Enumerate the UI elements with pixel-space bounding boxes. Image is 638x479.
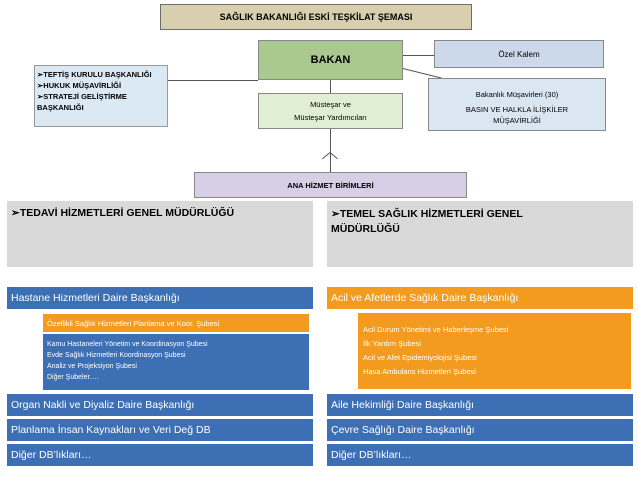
subeler-left-box: Kamu Hastaneleri Yönetim ve Koordinasyon… — [43, 334, 309, 390]
dept-hastane: Hastane Hizmetleri Daire Başkanlığı — [7, 287, 313, 309]
dept-aile: Aile Hekimliği Daire Başkanlığı — [327, 394, 633, 416]
left-unit-teftis: ➢TEFTİŞ KURULU BAŞKANLIĞI — [37, 69, 165, 80]
left-unit-label: HUKUK MÜŞAVİRLİĞİ — [43, 81, 122, 90]
left-unit-label: TEFTİŞ KURULU BAŞKANLIĞI — [43, 70, 152, 79]
sube-ozellikli: Özellikli Sağlık Hizmetleri Planlama ve … — [43, 314, 309, 332]
connector-mustesar-ana — [330, 129, 331, 172]
left-unit-label: BAŞKANLIĞI — [37, 103, 84, 112]
musavirler-line: Bakanlık Müşavirleri (30) — [475, 90, 559, 99]
arrow-bullet-icon: ➢ — [11, 207, 20, 219]
basin-line: BASIN VE HALKLA İLİŞKİLER — [465, 105, 569, 114]
dept-acil: Acil ve Afetlerde Sağlık Daire Başkanlığ… — [327, 287, 633, 309]
dept-cevre: Çevre Sağlığı Daire Başkanlığı — [327, 419, 633, 441]
subeler-right-box: Acil Durum Yönetimi ve Haberleşme Şubesi… — [358, 313, 631, 389]
left-unit-label: STRATEJİ GELİŞTİRME — [43, 92, 127, 101]
sube-item: Kamu Hastaneleri Yönetim ve Koordinasyon… — [47, 341, 208, 348]
ozel-kalem-box: Özel Kalem — [434, 40, 604, 68]
dept-diger-left: Diğer DB’lıkları… — [7, 444, 313, 466]
arrow-bullet-icon: ➢ — [37, 81, 44, 90]
gm-temel-box: ➢TEMEL SAĞLIK HİZMETLERİ GENEL MÜDÜRLÜĞÜ — [327, 201, 633, 267]
left-unit-hukuk: ➢HUKUK MÜŞAVİRLİĞİ — [37, 80, 165, 91]
arrow-bullet-icon: ➢ — [37, 92, 44, 101]
sube-item: Evde Sağlık Hizmetleri Koordinasyon Şube… — [47, 352, 186, 359]
connector-left-units — [168, 80, 258, 81]
chart-title: SAĞLIK BAKANLIĞI ESKİ TEŞKİLAT ŞEMASI — [160, 4, 472, 30]
sube-item: Analiz ve Projeksiyon Şubesi — [47, 363, 137, 370]
sube-item: Hava Ambulans Hizmetleri Şubesi — [363, 367, 476, 376]
basin-line-cont: MÜŞAVİRLİĞİ — [493, 116, 541, 125]
bakan-box: BAKAN — [258, 40, 403, 80]
gm-temel-label: TEMEL SAĞLIK HİZMETLERİ GENEL — [339, 208, 523, 220]
sube-item: Acil Durum Yönetimi ve Haberleşme Şubesi — [363, 325, 509, 334]
mustesar-box: Müsteşar ve Müsteşar Yardımcıları — [258, 93, 403, 129]
dept-diger-right: Diğer DB’lıkları… — [327, 444, 633, 466]
mustesar-yardimci-line: Müsteşar Yardımcıları — [294, 113, 367, 122]
left-unit-strateji: ➢STRATEJİ GELİŞTİRME — [37, 91, 165, 102]
gm-tedavi-box: ➢TEDAVİ HİZMETLERİ GENEL MÜDÜRLÜĞÜ — [7, 201, 313, 267]
connector-bakan-ozel — [403, 55, 434, 56]
mustesar-line: Müsteşar ve — [310, 100, 351, 109]
left-units-box: ➢TEFTİŞ KURULU BAŞKANLIĞI ➢HUKUK MÜŞAVİR… — [34, 65, 168, 127]
musavirler-box: Bakanlık Müşavirleri (30) BASIN VE HALKL… — [428, 78, 606, 131]
ana-hizmet-box: ANA HİZMET BİRİMLERİ — [194, 172, 467, 198]
arrow-bullet-icon: ➢ — [331, 208, 340, 220]
dept-organ: Organ Nakli ve Diyaliz Daire Başkanlığı — [7, 394, 313, 416]
gm-temel-label-cont: MÜDÜRLÜĞÜ — [331, 223, 400, 235]
sube-item: Acil ve Afet Epidemiyolojisi Şubesi — [363, 353, 477, 362]
connector-bakan-mustesar — [330, 80, 331, 93]
sube-item: İlk Yardım Şubesi — [363, 339, 422, 348]
left-unit-strateji-cont: BAŞKANLIĞI — [37, 102, 165, 113]
arrow-bullet-icon: ➢ — [37, 70, 44, 79]
sube-item: Diğer Şubeler…. — [47, 374, 99, 381]
gm-tedavi-label: TEDAVİ HİZMETLERİ GENEL MÜDÜRLÜĞÜ — [19, 207, 235, 219]
dept-planlama: Planlama İnsan Kaynakları ve Veri Değ DB — [7, 419, 313, 441]
